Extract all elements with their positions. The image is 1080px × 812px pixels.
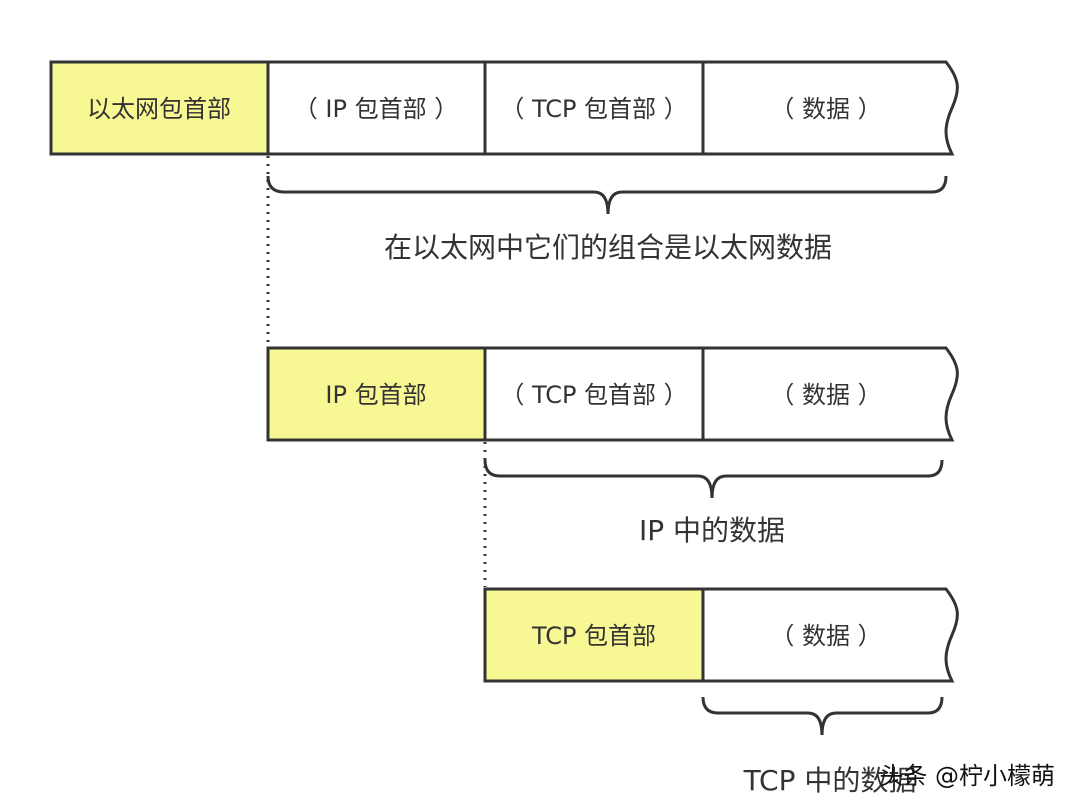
tcp-data-brace [701, 696, 944, 736]
ethernet-cell-ip-header: （ IP 包首部 ） [294, 95, 458, 123]
row-ip-packet: IP 包首部 （ TCP 包首部 ） （ 数据 ） IP 中的数据 [266, 346, 959, 547]
ethernet-data-brace [266, 175, 948, 215]
ethernet-header-cell [49, 60, 270, 156]
ip-data-brace [483, 459, 944, 499]
ip-cell-tcp-header: （ TCP 包首部 ） [500, 381, 687, 409]
ethernet-header-label: 以太网包首部 [87, 95, 231, 123]
tcp-cell-data: （ 数据 ） [770, 622, 881, 650]
tcp-header-cell [483, 587, 705, 683]
ip-caption: IP 中的数据 [639, 514, 785, 547]
ethernet-cell-data: （ 数据 ） [770, 95, 881, 123]
ip-packet-outline [485, 346, 959, 442]
tcp-segment-outline [703, 587, 959, 683]
watermark: 头条 @柠小檬萌 [879, 762, 1055, 790]
tcp-header-label: TCP 包首部 [531, 622, 656, 650]
row-ethernet-frame: 以太网包首部 （ IP 包首部 ） （ TCP 包首部 ） （ 数据 ） 在以太… [49, 60, 959, 264]
ip-cell-data: （ 数据 ） [770, 381, 881, 409]
ethernet-caption: 在以太网中它们的组合是以太网数据 [384, 231, 832, 264]
ip-header-cell [266, 346, 487, 442]
tcp-caption: TCP 中的数据 [743, 764, 917, 797]
ethernet-cell-tcp-header: （ TCP 包首部 ） [500, 95, 687, 123]
ethernet-frame-outline [268, 60, 959, 156]
ip-header-label: IP 包首部 [325, 381, 426, 409]
row-tcp-segment: TCP 包首部 （ 数据 ） TCP 中的数据 [483, 587, 959, 797]
